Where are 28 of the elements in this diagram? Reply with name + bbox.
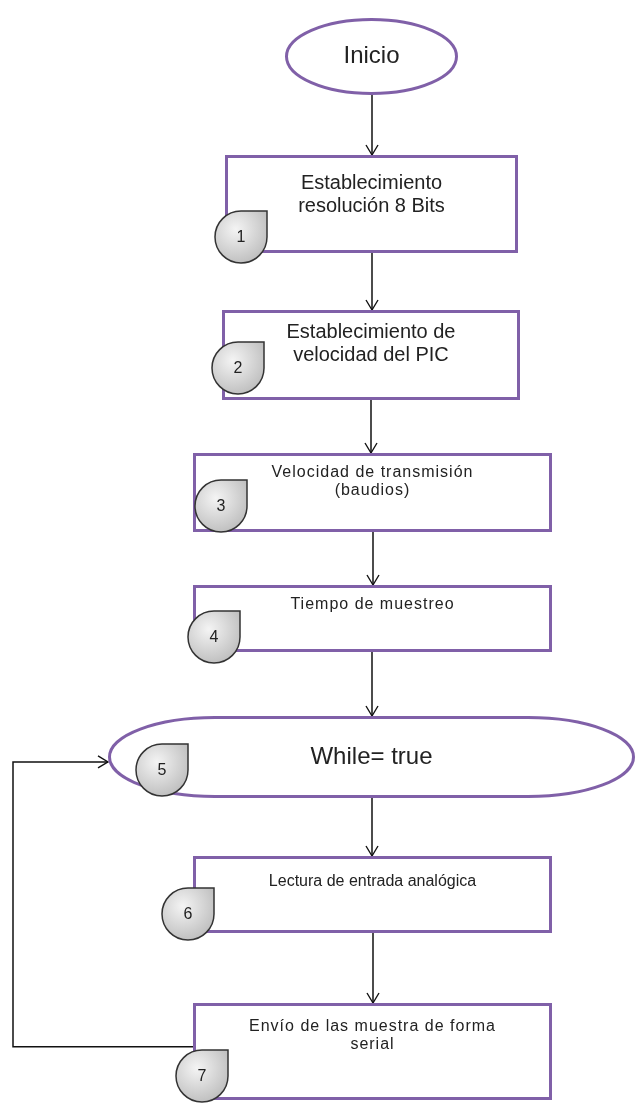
step-label: While= true [309, 742, 434, 771]
callout-number: 7 [174, 1048, 230, 1103]
process-box [193, 856, 552, 933]
callout-number: 1 [213, 209, 269, 265]
process-box [225, 155, 518, 253]
arrow [12, 755, 194, 1048]
callout-number: 2 [210, 340, 266, 396]
process-box [222, 310, 520, 400]
step-label: Envío de las muestra de forma serial [248, 1017, 497, 1055]
callout-number: 6 [160, 886, 216, 942]
arrow [365, 651, 379, 717]
step-label: Establecimiento de velocidad del PIC [285, 320, 457, 367]
step-label: Establecimiento resolución 8 Bits [297, 171, 446, 218]
arrow [366, 531, 380, 586]
arrow [365, 252, 379, 311]
process-box [193, 453, 552, 532]
arrow [364, 399, 378, 454]
arrow [365, 94, 379, 156]
arrow [365, 797, 379, 857]
process-box [193, 585, 552, 652]
step-label: Lectura de entrada analógica [267, 872, 478, 891]
arrow [366, 932, 380, 1004]
callout-number: 4 [186, 609, 242, 665]
step-label: Tiempo de muestreo [289, 595, 456, 614]
start-ellipse [285, 18, 458, 95]
step-label: Velocidad de transmisión (baudios) [270, 463, 475, 501]
process-box [193, 1003, 552, 1100]
step-label: Inicio [342, 41, 401, 70]
